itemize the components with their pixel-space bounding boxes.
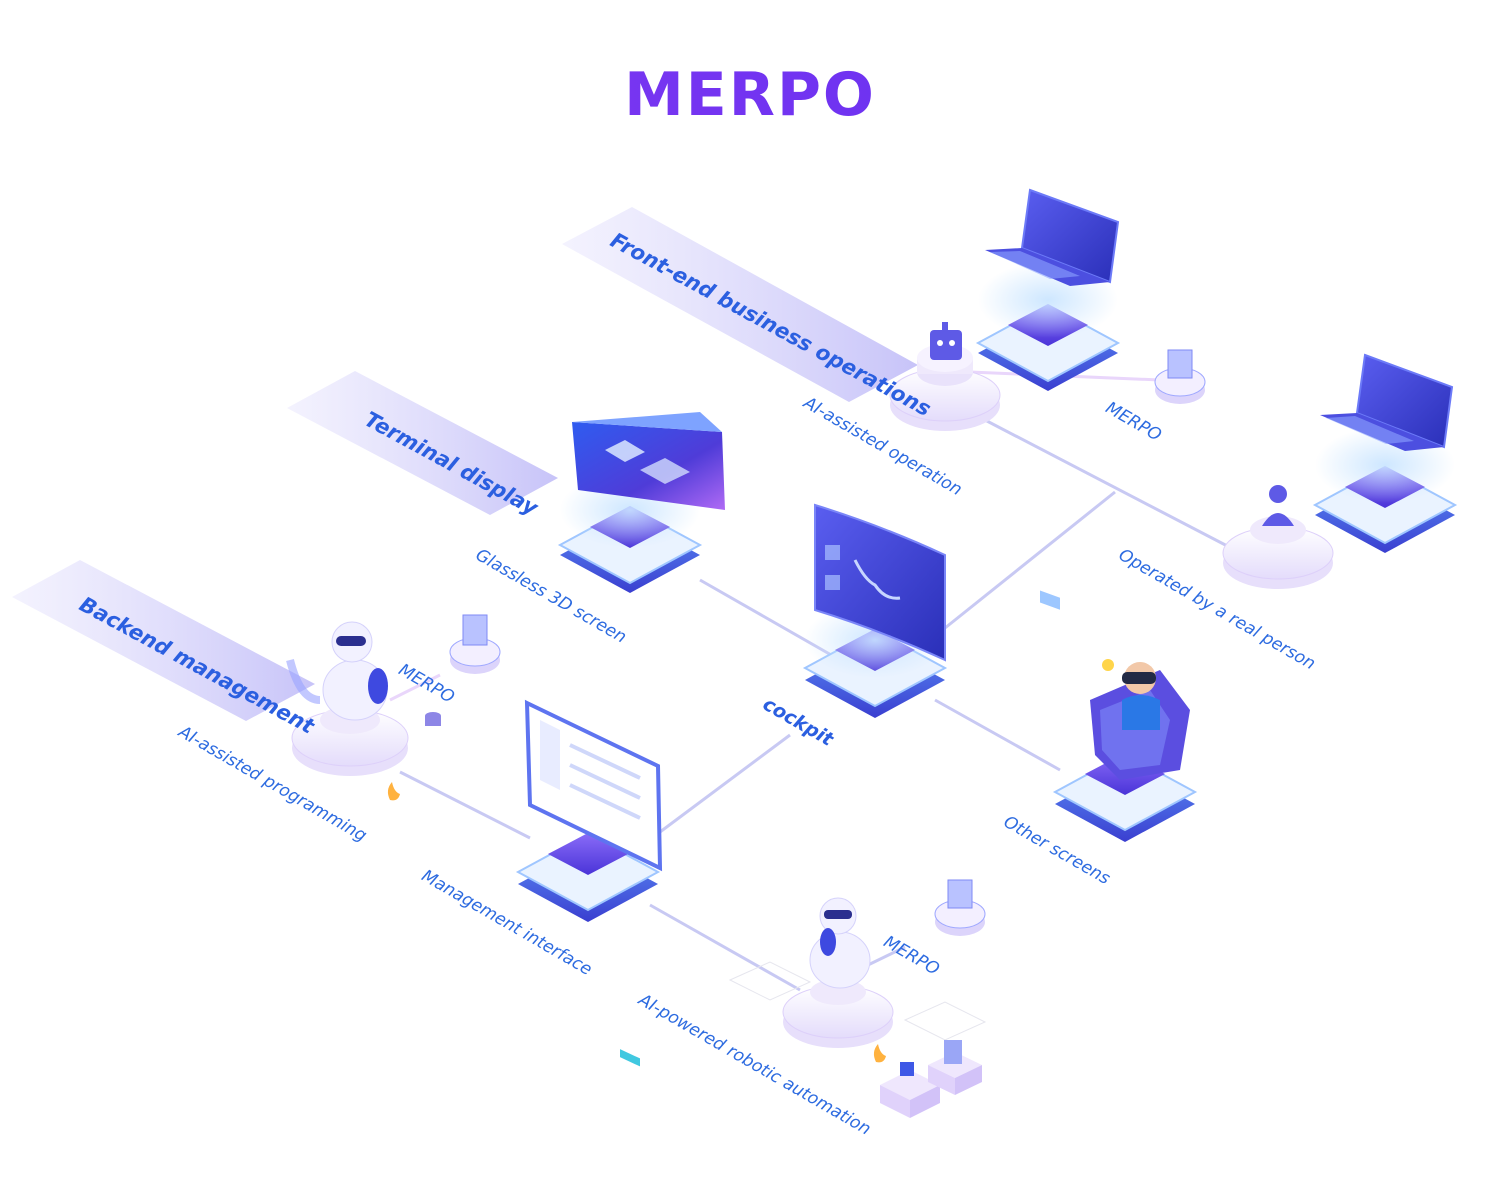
automation-boxes [728, 961, 987, 1041]
page-title: MERPO [0, 60, 1500, 130]
person-icon [1262, 485, 1294, 526]
monitor-icon [524, 699, 663, 1067]
band-frontend [562, 207, 918, 402]
robot-icon [930, 322, 962, 360]
box-icon [880, 1040, 982, 1118]
platform-cockpit [802, 602, 948, 718]
connection-line [867, 945, 906, 967]
robot-icon [809, 897, 871, 989]
connection-line [649, 903, 801, 992]
curved-screen-icon [814, 503, 946, 662]
platform-laptop-top [975, 262, 1121, 391]
connection-line [939, 490, 1116, 634]
connection-line [399, 770, 531, 840]
laptop-icon [1320, 353, 1454, 451]
flame-icon [873, 1044, 886, 1063]
connection-line [659, 733, 791, 834]
laptop-icon [985, 188, 1120, 610]
connection-line [389, 673, 441, 702]
vr-user-icon [1090, 659, 1190, 780]
chart-badge-icon [934, 879, 986, 936]
connection-line [984, 418, 1236, 552]
band-backend [12, 560, 315, 721]
robot-icon [286, 621, 388, 721]
database-icon [425, 712, 441, 726]
flame-icon [387, 782, 400, 801]
chart-badge-icon [1154, 349, 1206, 404]
connection-line [934, 698, 1061, 772]
3d-screen-icon [572, 412, 725, 510]
chart-badge-icon [449, 614, 501, 674]
band-terminal [287, 371, 558, 515]
person-pod [1222, 516, 1334, 589]
